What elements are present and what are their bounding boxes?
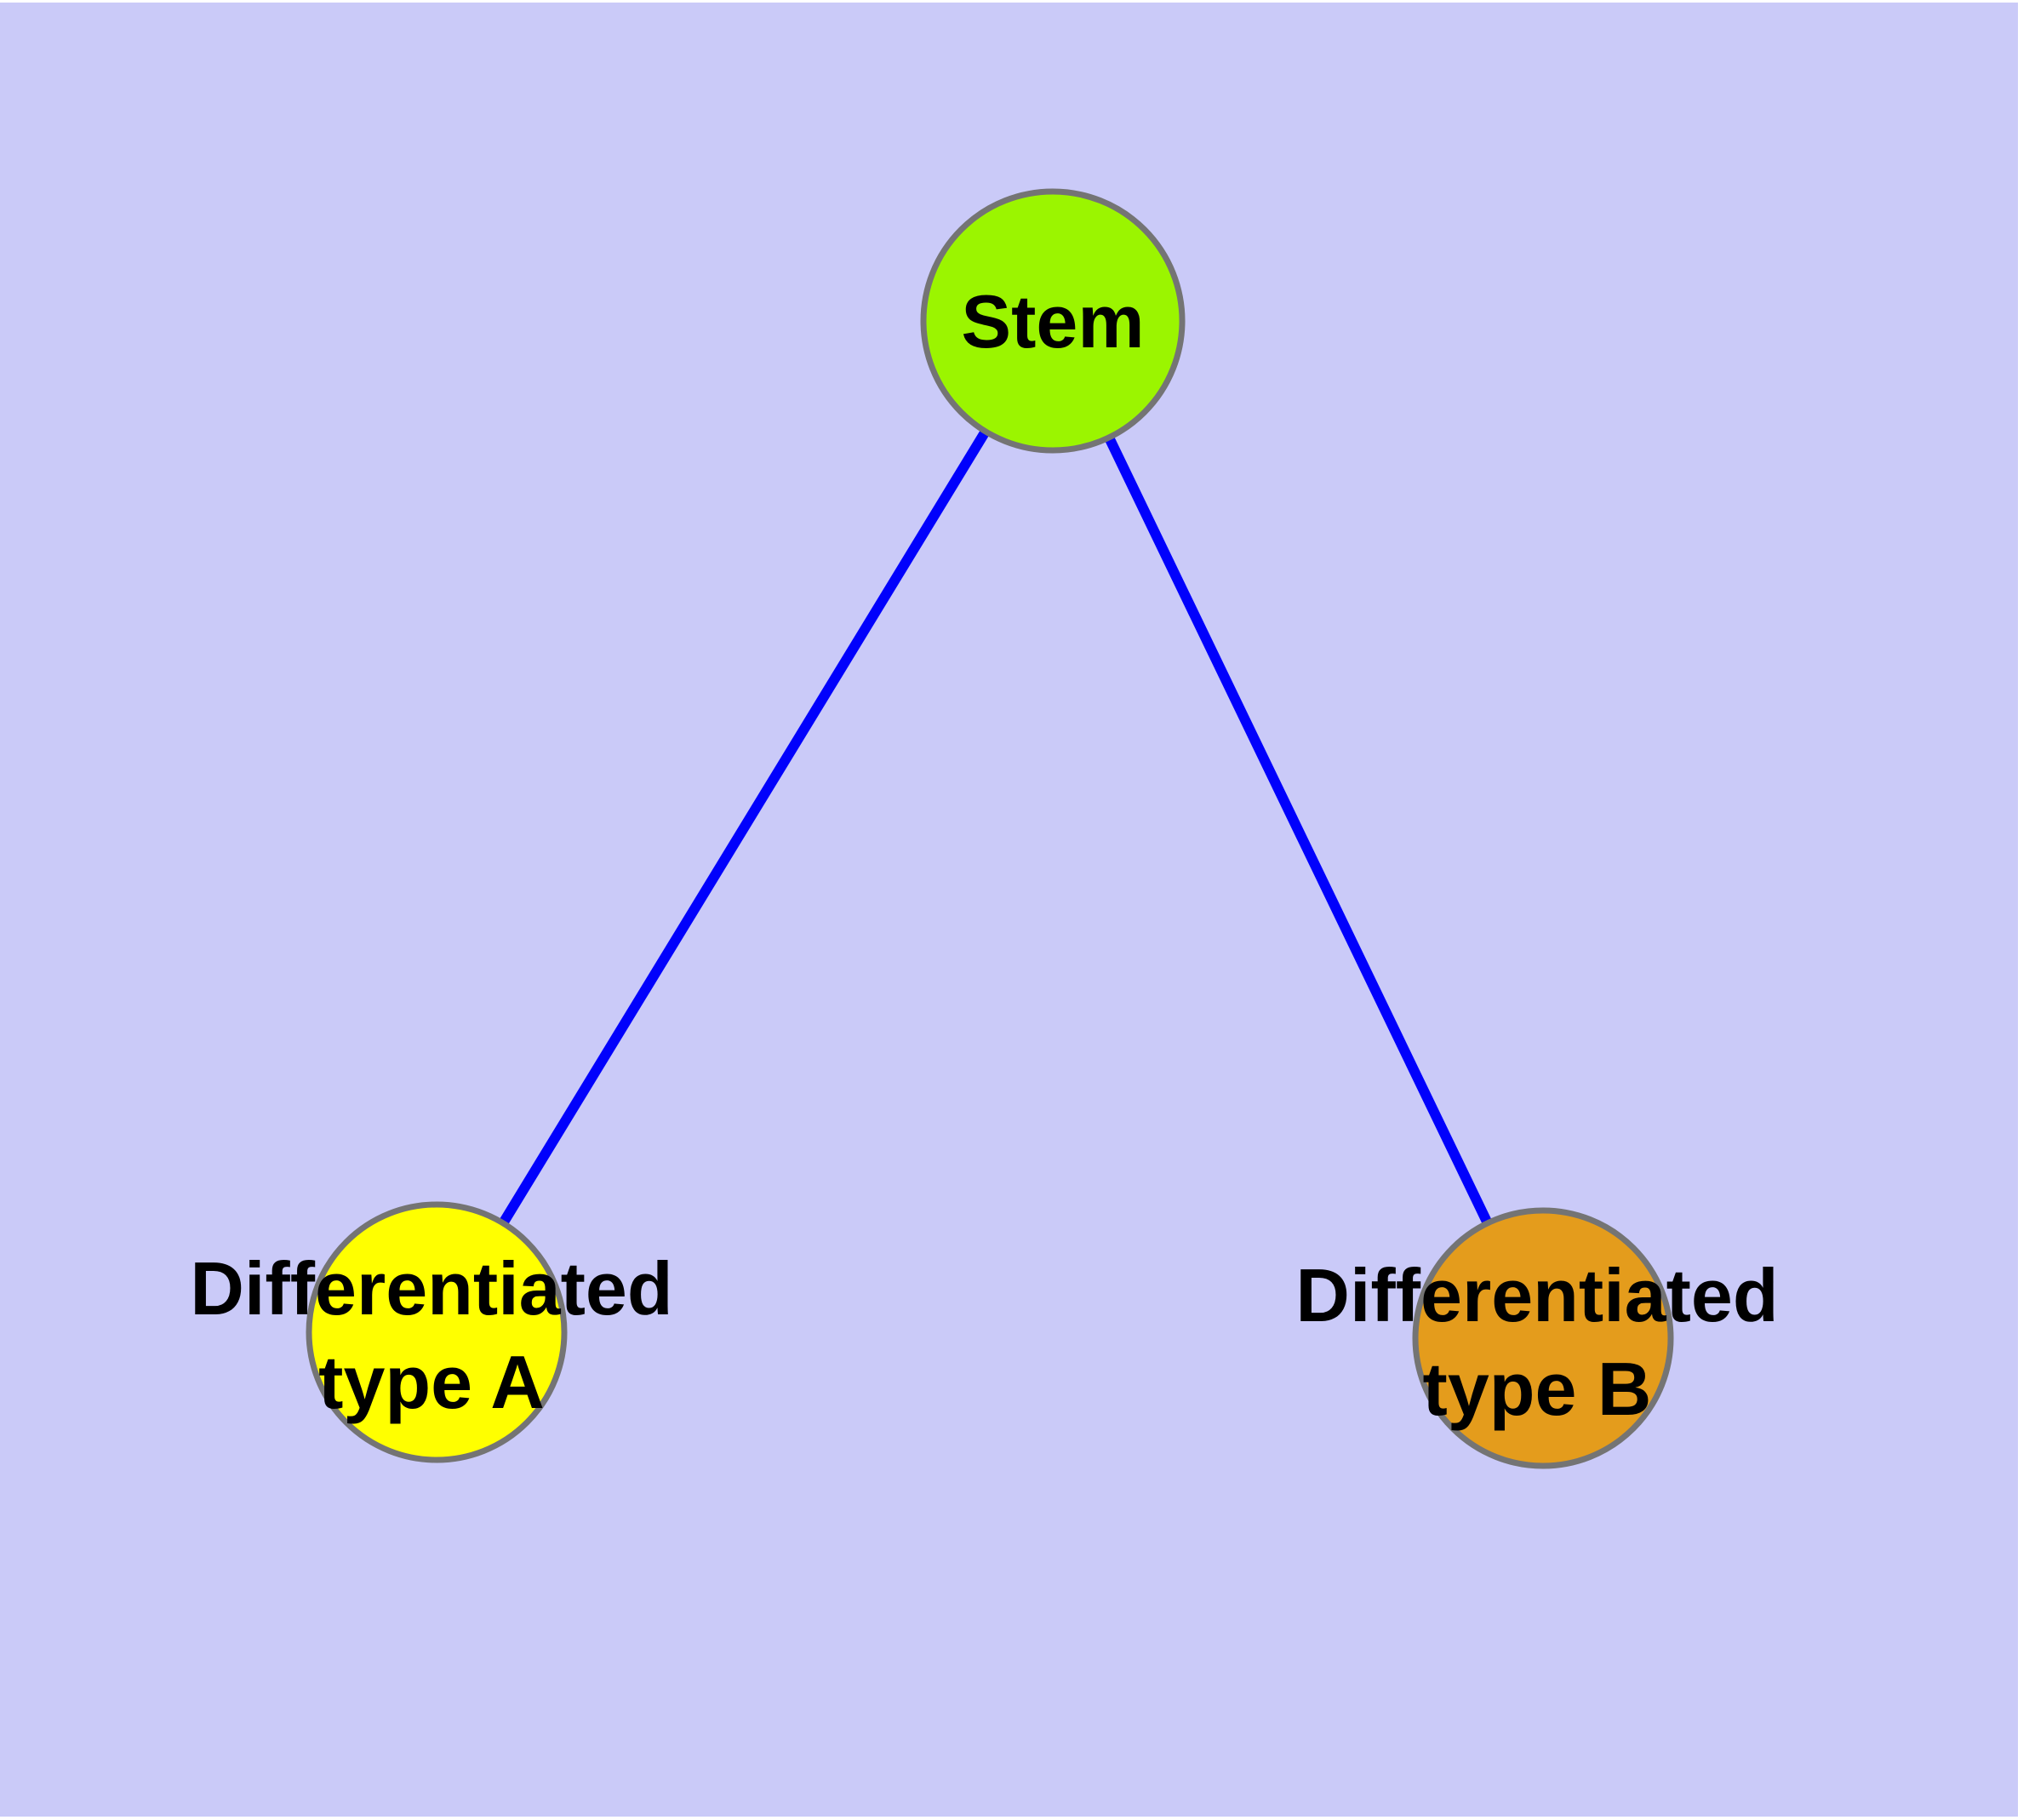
node-type-b-circle: [1412, 1207, 1674, 1469]
node-type-a-circle: [306, 1201, 568, 1463]
edge-stem-to-type-b: [1048, 318, 1548, 1341]
edge-stem-to-type-a: [432, 318, 1058, 1336]
node-stem-circle: [920, 188, 1186, 454]
